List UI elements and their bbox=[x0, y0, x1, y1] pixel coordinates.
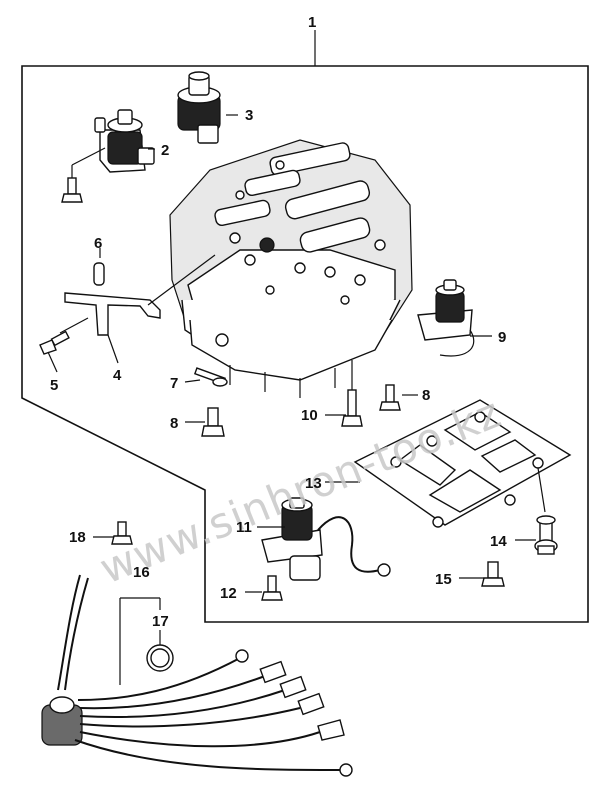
callout-1: 1 bbox=[308, 14, 316, 31]
pin-6 bbox=[93, 262, 105, 286]
callout-9: 9 bbox=[498, 329, 506, 346]
callout-15: 15 bbox=[435, 571, 452, 588]
bolt-10 bbox=[341, 360, 363, 427]
valve-body bbox=[169, 139, 413, 398]
bolt-18 bbox=[111, 521, 133, 545]
callout-5: 5 bbox=[50, 377, 58, 394]
callout-11: 11 bbox=[236, 519, 252, 536]
callout-12: 12 bbox=[220, 585, 237, 602]
bolt-8-left bbox=[201, 407, 225, 437]
bolt-5 bbox=[39, 330, 70, 355]
bolt-7 bbox=[193, 367, 228, 387]
solenoid-2 bbox=[71, 109, 155, 178]
assembly-frame bbox=[21, 30, 589, 623]
wiring-harness-16 bbox=[41, 574, 353, 777]
callout-2: 2 bbox=[161, 142, 169, 159]
callout-16: 16 bbox=[133, 564, 150, 581]
bolt-14 bbox=[534, 515, 558, 555]
callout-labels: 1 2 3 4 5 6 7 8 8 9 10 11 12 13 14 15 16… bbox=[50, 14, 507, 630]
solenoid-9 bbox=[417, 279, 475, 357]
bolt-12 bbox=[261, 575, 283, 601]
callout-8-left: 8 bbox=[170, 415, 178, 432]
callout-17: 17 bbox=[152, 613, 169, 630]
callout-18: 18 bbox=[69, 529, 86, 546]
callout-7: 7 bbox=[170, 375, 178, 392]
callout-13: 13 bbox=[305, 475, 322, 492]
callout-3: 3 bbox=[245, 107, 253, 124]
solenoid-3 bbox=[177, 71, 221, 144]
leader-lines bbox=[47, 114, 536, 645]
callout-14: 14 bbox=[490, 533, 507, 550]
callout-6: 6 bbox=[94, 235, 102, 252]
bracket-4 bbox=[59, 254, 216, 336]
bolt-8-right bbox=[379, 384, 401, 411]
callout-4: 4 bbox=[113, 367, 122, 384]
separator-plate-13 bbox=[353, 399, 572, 528]
bolt-near-2 bbox=[61, 177, 83, 203]
bolt-15 bbox=[481, 561, 505, 587]
o-ring-17 bbox=[146, 644, 174, 672]
callout-8-right: 8 bbox=[422, 387, 430, 404]
callout-10: 10 bbox=[301, 407, 318, 424]
solenoid-11 bbox=[261, 497, 391, 581]
